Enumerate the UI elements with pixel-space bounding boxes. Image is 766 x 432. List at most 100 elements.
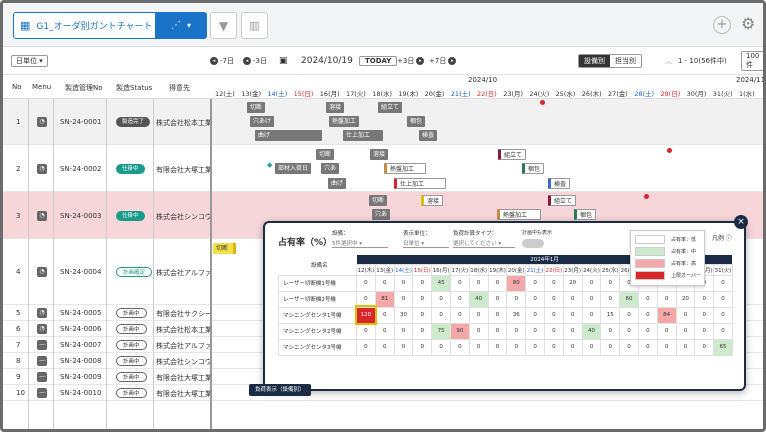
row-menu-icon[interactable]: ◔ (37, 164, 47, 174)
status-badge: 仕掛中 (116, 211, 145, 221)
bar[interactable]: 溶接 (370, 149, 389, 160)
view-equipment[interactable]: 設備別 (579, 55, 610, 67)
occupancy-cell: 40 (581, 322, 602, 340)
occupancy-cell: 0 (506, 322, 527, 340)
milestone-pin[interactable] (667, 148, 672, 153)
row-mgmt-no[interactable]: SN-24-0001 (60, 118, 102, 126)
bar[interactable]: 切断 (316, 149, 335, 160)
bar[interactable]: 梱包 (574, 209, 597, 220)
popup-day: 18(水) (468, 263, 489, 276)
popup-day: 24(火) (581, 263, 602, 276)
calc-select[interactable]: 選択してください ▾ (453, 239, 515, 248)
back-3-button[interactable]: ◂-3日 (243, 53, 267, 69)
equip-select[interactable]: 5件選択中 ▾ (332, 239, 388, 248)
legend-button[interactable]: 凡例 ⓘ (712, 235, 732, 242)
month-label-1: 2024/10 (468, 76, 498, 84)
today-button[interactable]: TODAY (359, 56, 398, 66)
share-icon[interactable]: ⋰ (170, 20, 181, 31)
row-mgmt-no[interactable]: SN-24-0004 (60, 268, 102, 276)
bar[interactable]: 切断 (213, 243, 236, 254)
row-no: 7 (16, 341, 21, 349)
bar[interactable]: 組立て (498, 149, 527, 160)
fwd-3-button[interactable]: +3日▸ (397, 53, 426, 69)
unit-select-popup[interactable]: 日単位 ▾ (403, 239, 449, 248)
bar[interactable]: 熱盤加工 (497, 209, 541, 220)
status-badge: 計画中 (116, 308, 147, 318)
bar[interactable]: 検査 (419, 130, 438, 141)
row-customer: 有限会社大塚工業 (156, 166, 212, 174)
gear-icon[interactable]: ⚙ (741, 14, 756, 33)
occupancy-cell: 0 (619, 306, 639, 324)
per-page-select[interactable]: 100件 (741, 51, 763, 71)
bar[interactable]: 溶接 (326, 102, 345, 113)
view-person[interactable]: 担当別 (615, 57, 636, 65)
row-menu-icon[interactable]: — (37, 356, 47, 366)
bar[interactable]: 穴あ (372, 209, 391, 220)
row-mgmt-no[interactable]: SN-24-0010 (60, 389, 102, 397)
occupancy-cell: 0 (487, 322, 508, 340)
row-menu-icon[interactable]: ◔ (37, 211, 47, 221)
unit-select[interactable]: 日単位 ▾ (11, 55, 48, 67)
bar[interactable]: 熱盤加工 (329, 116, 360, 127)
row-menu-icon[interactable]: ◔ (37, 117, 47, 127)
occupancy-cell: 0 (543, 306, 564, 324)
prev-page-icon[interactable]: ︿ (665, 57, 672, 65)
bar[interactable]: 曲げ (255, 130, 322, 141)
plan-toggle[interactable] (522, 239, 544, 248)
fwd-7-button[interactable]: +7日▸ (429, 53, 458, 69)
name-col-header: 設備名 (278, 255, 357, 275)
plus-icon[interactable]: + (713, 16, 731, 34)
view-toggle[interactable]: 設備別 担当別 (578, 54, 642, 68)
occupancy-cell: 0 (581, 274, 602, 292)
comment-icon[interactable]: ◆ (267, 161, 273, 169)
occupancy-cell: 0 (468, 338, 489, 356)
bar[interactable]: 検査 (548, 178, 571, 189)
bar[interactable]: 穴あ (321, 163, 340, 174)
row-mgmt-no[interactable]: SN-24-0008 (60, 357, 102, 365)
bar[interactable]: 曲げ (328, 178, 347, 189)
bar[interactable]: 切断 (247, 102, 266, 113)
bar[interactable]: 仕上加工 (394, 178, 446, 189)
filter-button[interactable]: ▼ (210, 12, 237, 39)
chevron-down-icon[interactable]: ▾ (186, 21, 191, 30)
bar[interactable]: 梱包 (522, 163, 545, 174)
day-header: 25(水) (555, 90, 576, 98)
row-mgmt-no[interactable]: SN-24-0003 (60, 212, 102, 220)
row-mgmt-no[interactable]: SN-24-0006 (60, 325, 102, 333)
back-7-button[interactable]: ◂-7日 (210, 53, 234, 69)
view-selector[interactable]: ▦ G1_オーダ別ガントチャート ⋰ ▾ (13, 12, 207, 39)
bar[interactable]: 組立て (548, 195, 577, 206)
occupancy-cell: 0 (393, 338, 414, 356)
milestone-pin[interactable] (644, 194, 649, 199)
row-menu-icon[interactable]: ◔ (37, 267, 47, 277)
row-menu-icon[interactable]: — (37, 388, 47, 398)
row-mgmt-no[interactable]: SN-24-0002 (60, 165, 102, 173)
row-mgmt-no[interactable]: SN-24-0009 (60, 373, 102, 381)
chart-button[interactable]: ▥ (241, 12, 268, 39)
row-menu-icon[interactable]: — (37, 340, 47, 350)
bar[interactable]: 溶接 (421, 195, 444, 206)
close-icon[interactable]: × (734, 215, 748, 229)
occupancy-cell: 0 (543, 338, 564, 356)
occupancy-cell: 0 (637, 290, 658, 308)
occupancy-cell: 0 (600, 290, 621, 308)
popup-day: 15(日) (412, 263, 433, 276)
calendar-picker-icon[interactable]: ▣ (279, 56, 288, 66)
row-menu-icon[interactable]: ◔ (37, 324, 47, 334)
bar[interactable]: 組立て (378, 102, 403, 113)
bar[interactable]: 仕上加工 (343, 130, 383, 141)
bar[interactable]: 熱盤加工 (384, 163, 426, 174)
bar[interactable]: 切断 (369, 195, 388, 206)
milestone-pin[interactable] (540, 100, 545, 105)
row-menu-icon[interactable]: ◔ (37, 308, 47, 318)
row-menu-icon[interactable]: — (37, 372, 47, 382)
bar[interactable]: 梱包 (407, 116, 426, 127)
bar[interactable]: 穴あけ (250, 116, 275, 127)
table-row[interactable]: 1 ◔ SN-24-0001 製造完了 株式会社松本工業 (3, 99, 763, 145)
footer-tab[interactable]: 負荷表示（設備別） (249, 384, 311, 396)
row-mgmt-no[interactable]: SN-24-0007 (60, 341, 102, 349)
row-mgmt-no[interactable]: SN-24-0005 (60, 309, 102, 317)
bar[interactable]: 部材入荷日 (275, 163, 312, 174)
occupancy-cell: 0 (562, 338, 583, 356)
